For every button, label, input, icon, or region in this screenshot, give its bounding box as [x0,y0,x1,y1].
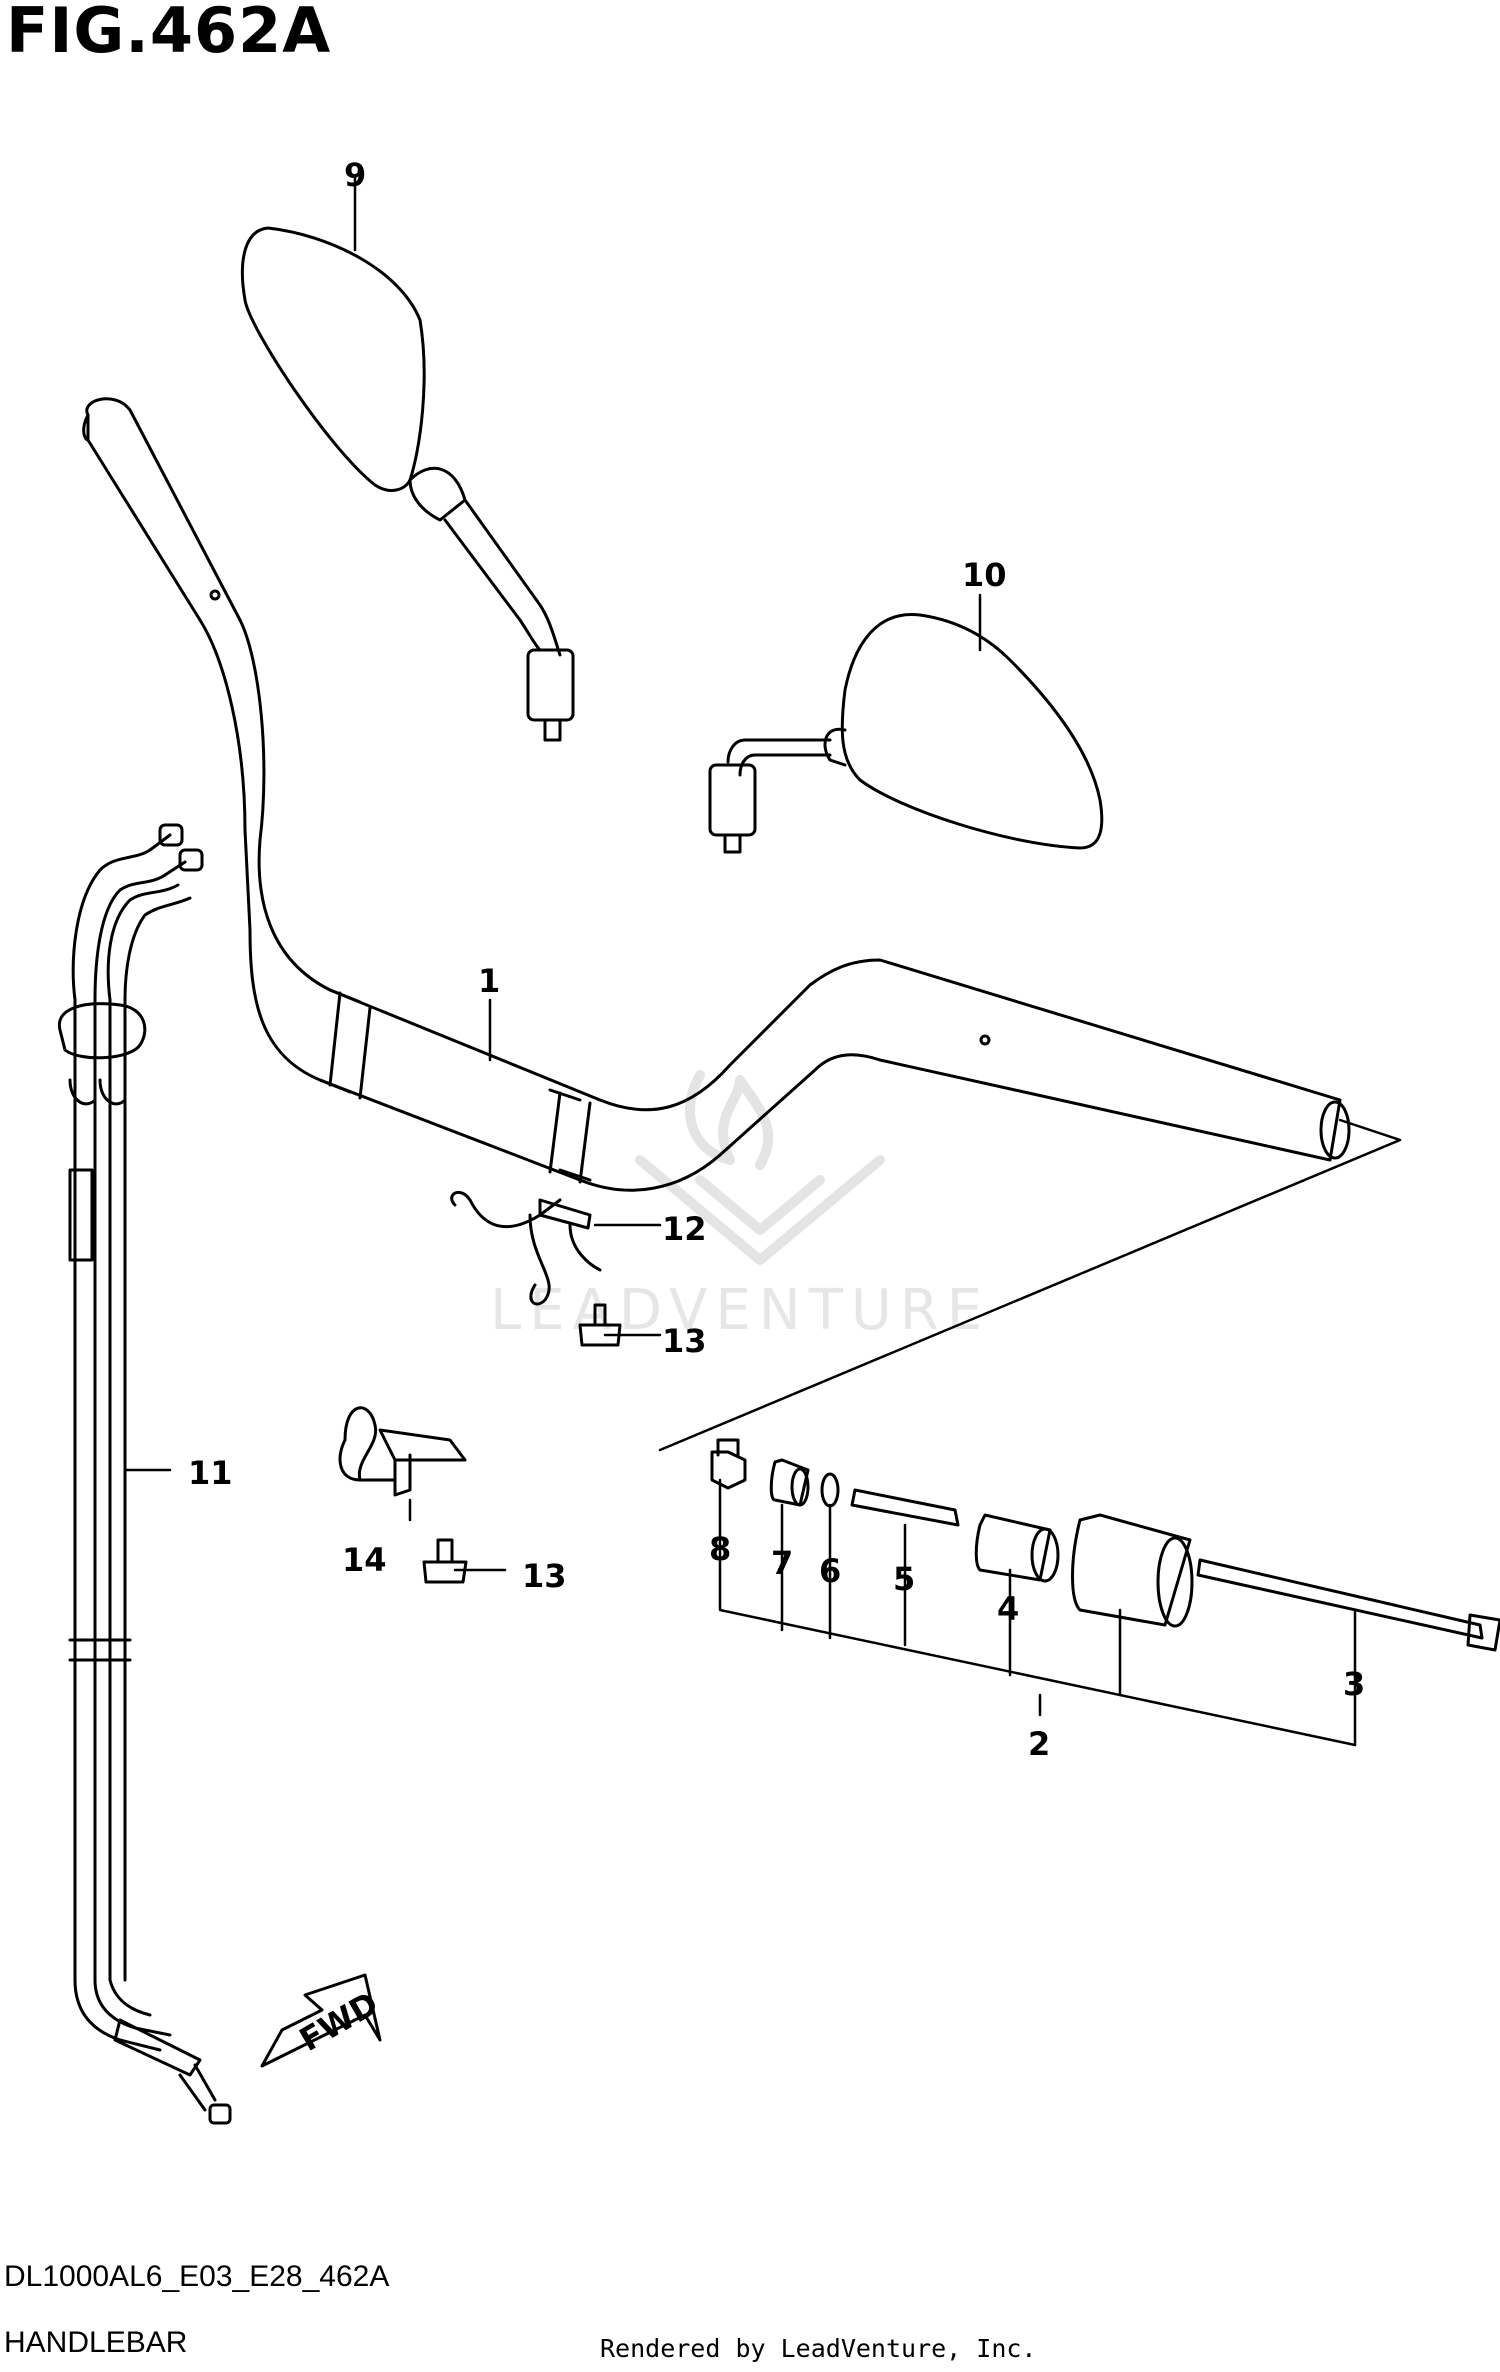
fwd-arrow [260,1973,382,2068]
balancer-weight [1071,1513,1194,1628]
figure-title: FIG.462A [6,0,332,67]
right-mirror [708,612,1104,854]
left-mirror [240,226,575,742]
callout-10: 10 [962,556,1007,594]
callout-1: 1 [478,962,500,1000]
callout-8: 8 [709,1530,731,1568]
callout-3: 3 [1343,1665,1365,1703]
throttle-cable [57,823,232,2125]
cable-bracket [338,1406,467,1497]
callout-labels: 1 2 3 4 5 6 7 8 9 10 11 12 13 13 14 FWD [188,156,1365,2059]
callout-14: 14 [342,1541,387,1579]
balancer-ring [820,1472,840,1508]
balancer-shaft [850,1488,960,1527]
handlebar [82,397,1351,1192]
callout-5: 5 [893,1560,915,1598]
callout-2: 2 [1028,1725,1050,1763]
callout-13b: 13 [522,1557,567,1595]
model-code: DL1000AL6_E03_E28_462A [4,2260,390,2293]
callout-4: 4 [997,1590,1019,1628]
callout-12: 12 [662,1210,707,1248]
callout-11: 11 [188,1454,233,1492]
callout-6: 6 [819,1552,841,1590]
balancer-spacer [974,1513,1060,1583]
balancer-nut [710,1438,747,1490]
callout-9: 9 [344,156,366,194]
bolt-upper [578,1303,622,1347]
watermark-logo [635,1070,885,1265]
balancer-screw [1196,1558,1500,1652]
callout-13a: 13 [662,1322,707,1360]
balancer-bushing [769,1458,810,1507]
rendered-by: Rendered by LeadVenture, Inc. [600,2334,1037,2363]
bolt-lower [422,1538,468,1584]
callout-7: 7 [771,1544,793,1582]
cable-guide [450,1190,602,1306]
leader-lines [123,173,1402,1747]
section-name: HANDLEBAR [4,2326,188,2359]
watermark: LEADVENTURE [490,1278,991,1343]
